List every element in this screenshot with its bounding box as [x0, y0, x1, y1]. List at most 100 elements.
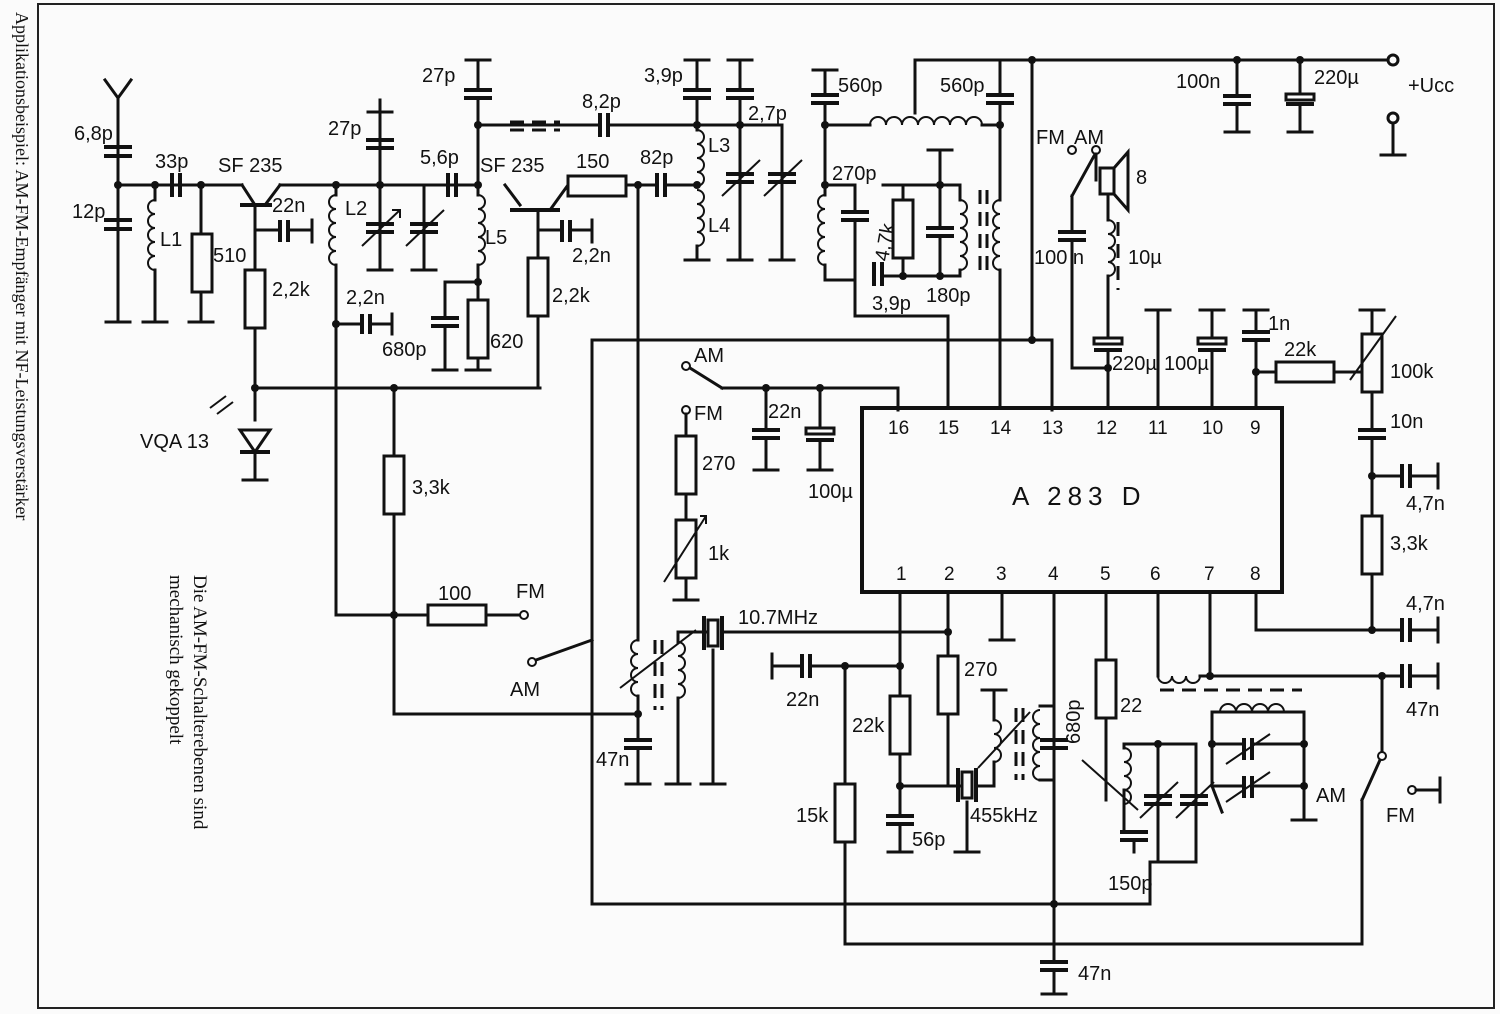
- label-33p: 33p: [155, 151, 188, 173]
- pin-8: 8: [1250, 564, 1261, 585]
- label-100: 100: [438, 583, 471, 605]
- label-620: 620: [490, 331, 523, 353]
- label-2n2-b: 2,2n: [572, 245, 611, 267]
- ic-a283d: A 283 D 16 15 14 13 12 11 10 9 1 2 3 4 5…: [860, 406, 1284, 594]
- label-L3: L3: [708, 135, 730, 157]
- label-10-7mhz: 10.7MHz: [738, 607, 818, 629]
- label-22k-b: 22k: [852, 715, 885, 737]
- pin-13: 13: [1042, 418, 1063, 439]
- label-sw-am-upper: AM: [694, 345, 724, 367]
- label-270-b: 270: [964, 659, 997, 681]
- pin-9: 9: [1250, 418, 1261, 439]
- page-frame: [37, 3, 1495, 1009]
- label-150: 150: [576, 151, 609, 173]
- label-sw-fm-b: FM: [1386, 805, 1415, 827]
- label-sf235-2: SF 235: [480, 155, 544, 177]
- label-455khz: 455kHz: [970, 805, 1038, 827]
- mixer-oscillator-section: 27p 8,2p 150 82p 3,9p 2,7p L3 L4: [422, 58, 803, 642]
- label-L1: L1: [160, 229, 182, 251]
- label-100n-a: 100n: [1176, 71, 1221, 93]
- label-22n-a: 22n: [272, 195, 305, 217]
- pin-7: 7: [1204, 564, 1215, 585]
- l2-tuning-stage: 27p L2 2,2n 680p 5,6p: [328, 98, 472, 617]
- label-27p-a: 27p: [328, 118, 361, 140]
- label-speaker-8: 8: [1136, 167, 1147, 189]
- label-27p-b: 27p: [422, 65, 455, 87]
- pin-10: 10: [1202, 418, 1223, 439]
- transistor-stage-2: SF 235 L5 620 2,2n 2,2k: [431, 123, 611, 390]
- pin-15: 15: [938, 418, 959, 439]
- label-sw-am-b: AM: [1316, 785, 1346, 807]
- label-220u-a: 220µ: [1314, 67, 1359, 89]
- label-2n2-a: 2,2n: [346, 287, 385, 309]
- label-100u-a: 100µ: [1164, 353, 1209, 375]
- label-22n-b: 22n: [768, 401, 801, 423]
- antenna-input-stage: 6,8p 12p 33p 510 L1: [72, 77, 246, 324]
- label-560p-b: 560p: [940, 75, 985, 97]
- label-15k: 15k: [796, 805, 829, 827]
- label-150p: 150p: [1108, 873, 1153, 895]
- label-56p: 56p: [912, 829, 945, 851]
- pin-6: 6: [1150, 564, 1161, 585]
- label-3k3-a: 3,3k: [1390, 533, 1429, 555]
- label-ucc: +Ucc: [1408, 75, 1454, 97]
- label-100n-b: 100 n: [1034, 247, 1084, 269]
- label-2p7: 2,7p: [748, 103, 787, 125]
- band-selector: 3,3k 100 FM AM: [334, 384, 642, 718]
- label-6p8: 6,8p: [74, 123, 113, 145]
- if-transformer-10-7: 47n 10.7MHz: [596, 607, 952, 786]
- label-sw-am-top: AM: [1074, 127, 1104, 149]
- label-220u-b: 220µ: [1112, 353, 1157, 375]
- caption-line-1: Die AM-FM-Schalterebenen sind: [189, 575, 210, 830]
- pin-12: 12: [1096, 418, 1117, 439]
- label-560p-a: 560p: [838, 75, 883, 97]
- label-270p: 270p: [832, 163, 877, 185]
- label-3p9-a: 3,9p: [644, 65, 683, 87]
- label-270-a: 270: [702, 453, 735, 475]
- label-2k2-b: 2,2k: [552, 285, 591, 307]
- pin-11: 11: [1148, 418, 1168, 439]
- label-sw-fm-mid: FM: [516, 581, 545, 603]
- label-510: 510: [213, 245, 246, 267]
- label-5p6: 5,6p: [420, 147, 459, 169]
- label-vqa13: VQA 13: [140, 431, 209, 453]
- label-4n7-a: 4,7n: [1406, 493, 1445, 515]
- label-10u: 10µ: [1128, 247, 1162, 269]
- label-47n-c: 47n: [1078, 963, 1111, 985]
- label-47n-a: 47n: [1406, 699, 1439, 721]
- label-4n7-b: 4,7n: [1406, 593, 1445, 615]
- label-10n: 10n: [1390, 411, 1423, 433]
- label-L5: L5: [485, 227, 507, 249]
- label-sw-fm-top: FM: [1036, 127, 1065, 149]
- label-100k: 100k: [1390, 361, 1434, 383]
- label-L4: L4: [708, 215, 730, 237]
- label-680p-a: 680p: [382, 339, 427, 361]
- pin-3: 3: [996, 564, 1007, 585]
- label-47n-b: 47n: [596, 749, 629, 771]
- label-8p2: 8,2p: [582, 91, 621, 113]
- side-title: Applikationsbeispiel: AM-FM-Empfänger mi…: [12, 12, 32, 520]
- label-180p: 180p: [926, 285, 971, 307]
- label-2k2-a: 2,2k: [272, 279, 311, 301]
- label-sf235-1: SF 235: [218, 155, 282, 177]
- transistor-stage-1: SF 235 22n 2,2k VQA 13: [140, 155, 542, 482]
- label-680p-b: 680p: [1063, 700, 1085, 745]
- label-L2: L2: [345, 198, 367, 220]
- pin-1: 1: [896, 564, 907, 585]
- supply-rail: 100n 220µ +Ucc: [998, 53, 1454, 344]
- label-sw-fm-upper: FM: [694, 403, 723, 425]
- pin-2: 2: [944, 564, 955, 585]
- label-22: 22: [1120, 695, 1142, 717]
- label-1k: 1k: [708, 543, 730, 565]
- ic-name: A 283 D: [1012, 481, 1147, 511]
- if-bandfilter: 560p 560p 270p 4,7k 3,9p 180p: [811, 58, 1014, 412]
- pin-4: 4: [1048, 564, 1059, 585]
- pin-5: 5: [1100, 564, 1111, 585]
- speaker-output: FM AM 8 100 n 10µ 220µ 100µ 1n 22k 100k …: [1034, 127, 1445, 632]
- caption-line-2: mechanisch gekoppelt: [165, 575, 186, 745]
- label-3p9-b: 3,9p: [872, 293, 911, 315]
- ic-bottom-network: 4,7n 47n AM FM 22n 22k 15k 56p 270 455kH…: [590, 590, 1445, 996]
- label-22n-c: 22n: [786, 689, 819, 711]
